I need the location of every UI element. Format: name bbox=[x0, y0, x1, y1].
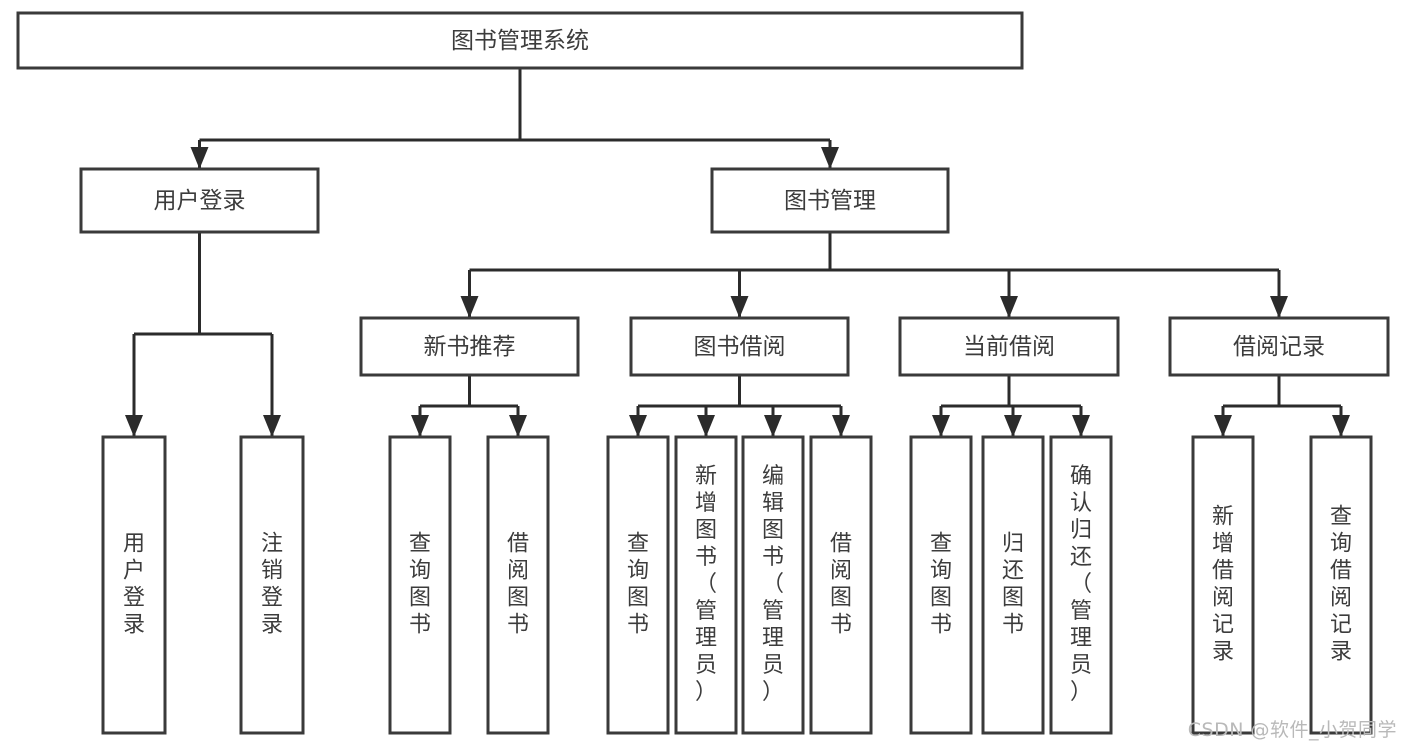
arrow-head-icon bbox=[1332, 415, 1350, 437]
arrow-head-icon bbox=[1214, 415, 1232, 437]
node-rect bbox=[239, 435, 305, 735]
node-borrow-record[interactable]: 借阅记录 bbox=[1168, 316, 1390, 377]
arrow-head-icon bbox=[629, 415, 647, 437]
node-leaf-borrow-book[interactable]: 借阅图书 bbox=[809, 435, 873, 735]
node-label: 图书管理系统 bbox=[451, 28, 589, 54]
arrow-head-icon bbox=[190, 147, 209, 169]
arrow-head-icon bbox=[460, 296, 479, 318]
node-book-borrow[interactable]: 图书借阅 bbox=[629, 316, 850, 377]
arrow-head-icon bbox=[764, 415, 782, 437]
node-leaf-confirm-return[interactable]: 确认归还（管理员） bbox=[1049, 435, 1113, 735]
node-rect bbox=[486, 435, 550, 735]
node-rect bbox=[741, 435, 805, 735]
node-rect bbox=[981, 435, 1045, 735]
node-rect bbox=[359, 316, 580, 377]
node-rect bbox=[79, 167, 320, 234]
node-boxes: 图书管理系统用户登录图书管理新书推荐图书借阅当前借阅借阅记录用户登录注销登录查询… bbox=[16, 11, 1390, 735]
node-leaf-query-record[interactable]: 查询借阅记录 bbox=[1309, 435, 1373, 735]
node-label: 借阅记录 bbox=[1233, 334, 1325, 360]
node-rect bbox=[898, 316, 1120, 377]
node-rect bbox=[1191, 435, 1255, 735]
node-rect bbox=[710, 167, 950, 234]
node-root[interactable]: 图书管理系统 bbox=[16, 11, 1024, 70]
node-leaf-edit-book[interactable]: 编辑图书（管理员） bbox=[741, 435, 805, 735]
arrow-head-icon bbox=[932, 415, 950, 437]
arrow-head-icon bbox=[125, 415, 143, 437]
node-book-manage[interactable]: 图书管理 bbox=[710, 167, 950, 234]
node-leaf-query-book[interactable]: 查询图书 bbox=[606, 435, 670, 735]
node-label: 查询图书 bbox=[409, 532, 431, 638]
node-label: 查询图书 bbox=[627, 532, 649, 638]
node-leaf-add-book[interactable]: 新增图书（管理员） bbox=[674, 435, 738, 735]
node-leaf-user-login[interactable]: 用户登录 bbox=[101, 435, 167, 735]
node-new-book-rec[interactable]: 新书推荐 bbox=[359, 316, 580, 377]
arrow-head-icon bbox=[263, 415, 281, 437]
node-label: 注销登录 bbox=[261, 532, 283, 638]
node-rect bbox=[388, 435, 452, 735]
node-rect bbox=[1309, 435, 1373, 735]
arrow-head-icon bbox=[1072, 415, 1090, 437]
node-user-login[interactable]: 用户登录 bbox=[79, 167, 320, 234]
arrow-head-icon bbox=[1270, 296, 1288, 318]
arrow-head-icon bbox=[411, 415, 429, 437]
node-leaf-query-book-rec[interactable]: 查询图书 bbox=[388, 435, 452, 735]
node-rect bbox=[1168, 316, 1390, 377]
node-label: 查询图书 bbox=[930, 532, 952, 638]
node-label: 用户登录 bbox=[154, 188, 246, 214]
node-leaf-borrow-book-rec[interactable]: 借阅图书 bbox=[486, 435, 550, 735]
node-rect bbox=[101, 435, 167, 735]
arrow-head-icon bbox=[697, 415, 715, 437]
node-label: 图书管理 bbox=[784, 188, 876, 214]
node-leaf-user-logout[interactable]: 注销登录 bbox=[239, 435, 305, 735]
node-label: 用户登录 bbox=[123, 532, 145, 638]
node-leaf-return-book[interactable]: 归还图书 bbox=[981, 435, 1045, 735]
node-label: 借阅图书 bbox=[830, 532, 852, 638]
node-label: 确认归还（管理员） bbox=[1070, 464, 1092, 705]
node-leaf-add-record[interactable]: 新增借阅记录 bbox=[1191, 435, 1255, 735]
node-label: 当前借阅 bbox=[963, 334, 1055, 360]
node-label: 新书推荐 bbox=[424, 334, 516, 360]
arrow-head-icon bbox=[509, 415, 527, 437]
node-rect bbox=[606, 435, 670, 735]
node-label: 新增图书（管理员） bbox=[695, 464, 717, 705]
connector-lines bbox=[125, 68, 1350, 437]
node-label: 借阅图书 bbox=[507, 532, 529, 638]
node-rect bbox=[629, 316, 850, 377]
arrow-head-icon bbox=[1004, 415, 1022, 437]
node-leaf-query-book-cur[interactable]: 查询图书 bbox=[909, 435, 973, 735]
node-rect bbox=[809, 435, 873, 735]
node-rect bbox=[16, 11, 1024, 70]
node-label: 编辑图书（管理员） bbox=[762, 464, 784, 705]
node-rect bbox=[909, 435, 973, 735]
node-rect bbox=[674, 435, 738, 735]
arrow-head-icon bbox=[730, 296, 749, 318]
node-label: 新增借阅记录 bbox=[1212, 505, 1234, 665]
node-label: 图书借阅 bbox=[694, 334, 786, 360]
node-label: 查询借阅记录 bbox=[1330, 505, 1352, 665]
node-label: 归还图书 bbox=[1002, 532, 1024, 638]
arrow-head-icon bbox=[1000, 296, 1018, 318]
arrow-head-icon bbox=[821, 147, 839, 169]
node-rect bbox=[1049, 435, 1113, 735]
arrow-head-icon bbox=[832, 415, 850, 437]
node-current-borrow[interactable]: 当前借阅 bbox=[898, 316, 1120, 377]
